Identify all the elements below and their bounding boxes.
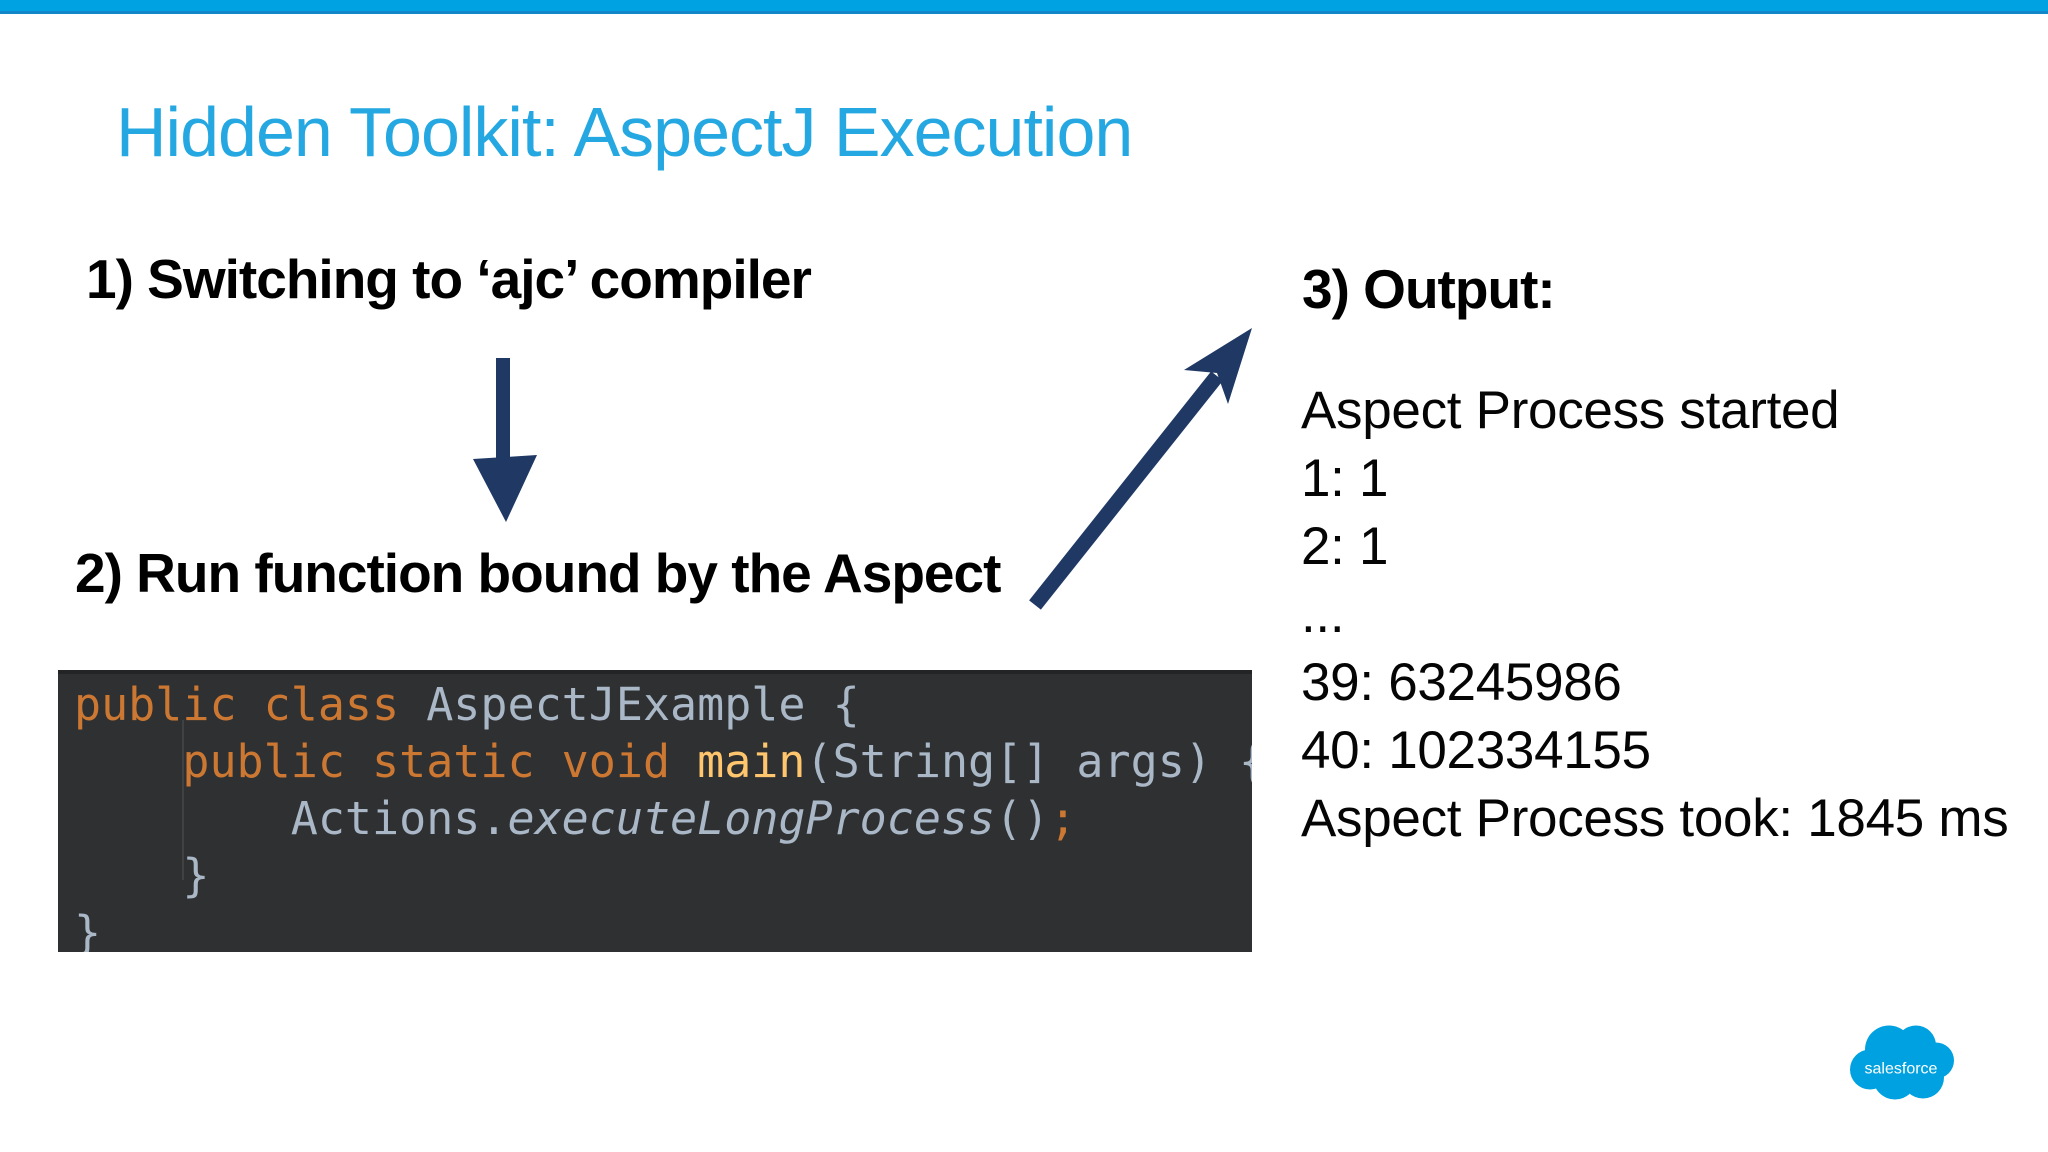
output-line: Aspect Process started [1301, 381, 1840, 440]
slide-title: Hidden Toolkit: AspectJ Execution [116, 93, 1133, 171]
salesforce-logo: salesforce [1849, 1019, 1955, 1102]
code-token-plain: () [995, 792, 1050, 845]
salesforce-logo-text: salesforce [1865, 1061, 1938, 1078]
code-token-method-decl: main [697, 735, 806, 788]
down-arrow [473, 358, 537, 522]
step-3-heading: 3) Output: [1302, 258, 1556, 320]
code-line: public class AspectJExample { [74, 676, 1252, 733]
output-line: 39: 63245986 [1301, 653, 1622, 712]
output-line: Aspect Process took: 1845 ms [1301, 789, 2009, 848]
code-token-semicolon: ; [1049, 792, 1077, 845]
code-token-plain: (String[] args) { [805, 735, 1253, 788]
code-token-plain: } [74, 906, 102, 952]
salesforce-cloud-icon: salesforce [1850, 1025, 1954, 1100]
code-token-static-method: executeLongProcess [507, 792, 996, 845]
top-accent-bar [0, 0, 2048, 14]
code-token-keyword: public class [74, 678, 427, 731]
code-line: public static void main(String[] args) { [74, 733, 1252, 790]
indent-guide-line [182, 720, 184, 880]
code-token-plain: } [74, 849, 210, 902]
output-line: 1: 1 [1301, 449, 1389, 508]
code-editor-snippet: public class AspectJExample { public sta… [58, 670, 1252, 952]
output-line: ... [1301, 585, 1345, 644]
output-line: 40: 102334155 [1301, 721, 1651, 780]
console-output: Aspect Process started 1: 1 2: 1 ... 39:… [1301, 377, 2009, 853]
code-token-keyword: public static void [74, 735, 698, 788]
code-token-plain: AspectJExample { [426, 678, 860, 731]
code-token-plain: Actions. [74, 792, 508, 845]
code-line: Actions.executeLongProcess(); [74, 790, 1252, 847]
code-line: } [74, 904, 1252, 952]
output-line: 2: 1 [1301, 517, 1389, 576]
code-line: } [74, 847, 1252, 904]
step-1-heading: 1) Switching to ‘ajc’ compiler [86, 248, 812, 310]
diagonal-arrow [1029, 328, 1252, 610]
step-2-heading: 2) Run function bound by the Aspect [75, 542, 1001, 604]
